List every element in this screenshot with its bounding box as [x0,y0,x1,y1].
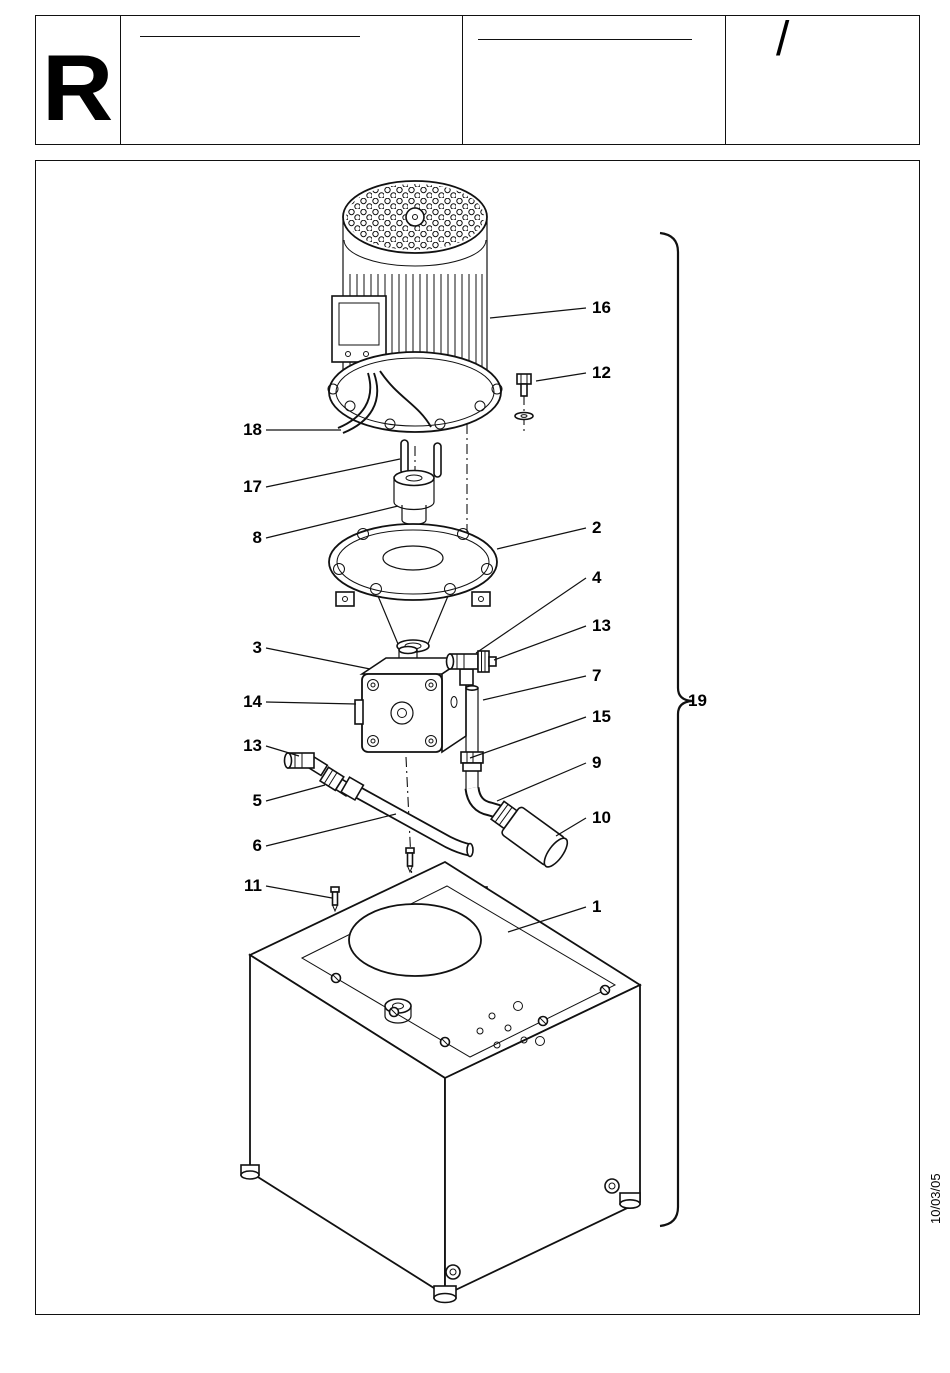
top-holes [476,1001,545,1049]
bell-housing [328,523,498,653]
suction-tube [465,684,479,790]
part-label-3: 3 [252,638,262,657]
shaft-key [400,439,442,478]
revision-mark: / [776,13,790,66]
elbow-fitting [464,786,503,820]
part-label-18: 18 [243,420,262,439]
part-label-1: 1 [592,897,602,916]
part-label-2: 2 [592,518,602,537]
part-label-6: 6 [252,836,262,855]
electric-motor [327,180,503,478]
title-field-rule-1 [140,36,360,37]
elbow-fitting-right [445,650,497,686]
title-field-rule-2 [478,39,692,40]
banjo-bolt [477,650,497,673]
pump-name-plate [354,699,364,725]
tank-feet [240,1164,641,1304]
group-brace [659,231,693,1228]
drain-pipe [339,776,474,858]
coupling [393,469,435,526]
title-block-divider-3 [725,15,726,145]
part-label-4: 4 [592,568,602,587]
part-label-5: 5 [252,791,262,810]
part-label-10: 10 [592,808,611,827]
part-label-8: 8 [252,528,262,547]
part-label-16: 16 [592,298,611,317]
part-label-7: 7 [592,666,602,685]
title-block-divider-2 [462,15,463,145]
title-block-divider-1 [120,15,121,145]
washer [514,411,534,421]
mounting-bolt [514,373,534,421]
part-label-13-left: 13 [243,736,262,755]
leader-lines [265,307,587,933]
date-note: 10/03/05 [928,1173,943,1224]
elbow-fitting-left [283,752,329,777]
exploded-view-drawing [240,180,693,1304]
screw [330,886,340,913]
part-label-13-right: 13 [592,616,611,635]
motor-cables [337,370,432,434]
part-label-19: 19 [688,691,707,710]
drain-plugs [445,1178,620,1280]
screw [405,847,415,874]
installed-screws [330,972,611,1048]
company-logo: R [42,35,113,140]
suction-filter [489,800,569,868]
tank-opening [348,903,482,977]
part-label-11: 11 [244,876,262,895]
gear-pump [354,645,469,754]
part-label-14: 14 [243,692,262,711]
part-label-9: 9 [592,753,602,772]
part-label-17: 17 [243,477,262,496]
part-label-15: 15 [592,707,611,726]
part-label-12: 12 [592,363,611,382]
oil-tank [240,860,642,1304]
